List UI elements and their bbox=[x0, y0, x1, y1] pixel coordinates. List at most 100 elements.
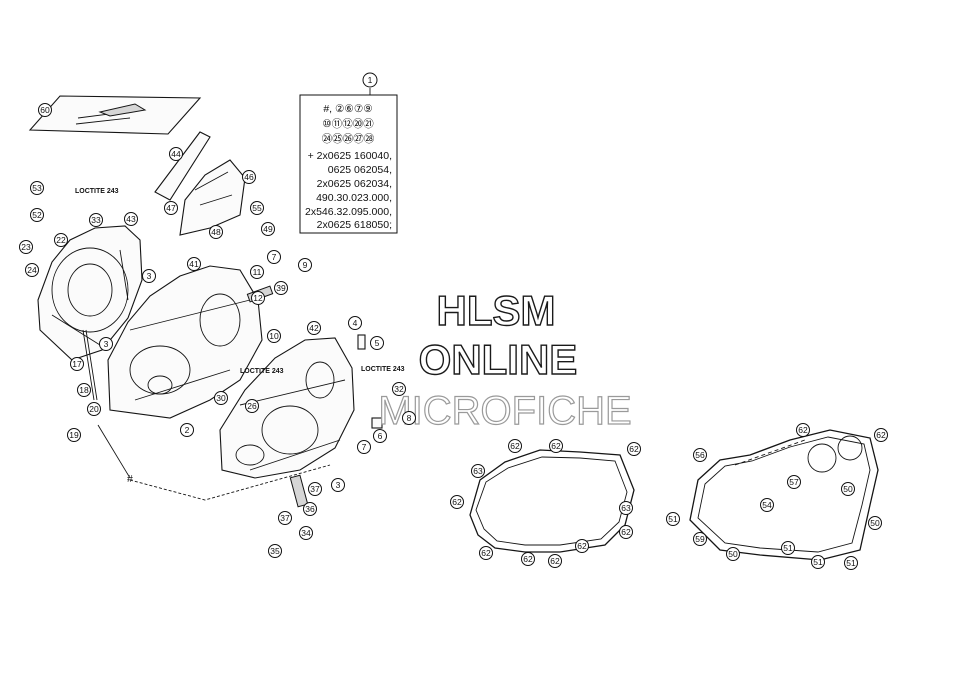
manual-booklet bbox=[28, 95, 202, 135]
callout-c8: 8 bbox=[402, 411, 416, 425]
callout-c52: 52 bbox=[30, 208, 44, 222]
callout-number: 47 bbox=[166, 203, 176, 213]
callout-number: 42 bbox=[309, 323, 319, 333]
callout-circle bbox=[245, 399, 259, 413]
callout-number: 10 bbox=[269, 331, 279, 341]
callout-number: 22 bbox=[56, 235, 66, 245]
callout-circle bbox=[868, 516, 882, 530]
callout-h50c: 50 bbox=[726, 547, 740, 561]
callout-circle bbox=[796, 423, 810, 437]
callout-circle bbox=[70, 357, 84, 371]
callout-circle bbox=[99, 337, 113, 351]
callout-h51d: 51 bbox=[844, 556, 858, 570]
callout-circle bbox=[25, 263, 39, 277]
callout-number: 7 bbox=[272, 252, 277, 262]
callout-number: 48 bbox=[211, 227, 221, 237]
callout-circle bbox=[370, 336, 384, 350]
callout-c53: 53 bbox=[30, 181, 44, 195]
callout-circle bbox=[874, 428, 888, 442]
callout-circle bbox=[268, 544, 282, 558]
callout-circle bbox=[87, 402, 101, 416]
callout-c55: 55 bbox=[250, 201, 264, 215]
loctite-note: LOCTITE 243 bbox=[240, 368, 284, 375]
callout-c12: 12 bbox=[251, 291, 265, 305]
callout-g62g: 62 bbox=[521, 552, 535, 566]
callout-number: 7 bbox=[362, 442, 367, 452]
callout-circle bbox=[373, 429, 387, 443]
callout-h50a: 50 bbox=[841, 482, 855, 496]
callout-circle bbox=[267, 329, 281, 343]
callout-number: 34 bbox=[301, 528, 311, 538]
callout-circle bbox=[781, 541, 795, 555]
callout-c33: 33 bbox=[89, 213, 103, 227]
callout-number: 55 bbox=[252, 203, 262, 213]
callout-circle bbox=[278, 511, 292, 525]
callout-circle bbox=[30, 208, 44, 222]
callout-c18: 18 bbox=[77, 383, 91, 397]
callout-circle bbox=[575, 539, 589, 553]
callout-c60: 60 bbox=[38, 103, 52, 117]
callout-c2: 2 bbox=[180, 423, 194, 437]
callout-number: 62 bbox=[629, 444, 639, 454]
callout-h51b: 51 bbox=[781, 541, 795, 555]
callout-g62h: 62 bbox=[548, 554, 562, 568]
kit-legend: #, ②⑥⑦⑨ ⑩⑪⑫⑳㉑ ㉔㉕㉖㉗㉘ + 2x0625 160040, 062… bbox=[299, 88, 398, 234]
callout-circle bbox=[392, 382, 406, 396]
callout-number: 20 bbox=[89, 404, 99, 414]
callout-c44: 44 bbox=[169, 147, 183, 161]
legend-row-8: 2x546.32.095.000, bbox=[305, 206, 392, 218]
hash-note: # bbox=[127, 473, 133, 485]
watermark-line-3: MICROFICHE bbox=[378, 389, 631, 433]
callout-c24: 24 bbox=[25, 263, 39, 277]
callout-number: 9 bbox=[303, 260, 308, 270]
callout-number: 39 bbox=[276, 283, 286, 293]
callout-circle bbox=[19, 240, 33, 254]
callout-h56: 56 bbox=[693, 448, 707, 462]
callout-circle bbox=[30, 181, 44, 195]
callout-number: 51 bbox=[668, 514, 678, 524]
legend-row-5: 0625 062054, bbox=[328, 164, 392, 176]
callout-number: 63 bbox=[621, 503, 631, 513]
callout-c9: 9 bbox=[298, 258, 312, 272]
callout-number: 3 bbox=[104, 339, 109, 349]
callout-circle bbox=[787, 475, 801, 489]
callout-c36: 36 bbox=[303, 502, 317, 516]
callout-number: 57 bbox=[789, 477, 799, 487]
callout-number: 51 bbox=[813, 557, 823, 567]
callout-number: 1 bbox=[368, 75, 373, 85]
callout-c26: 26 bbox=[245, 399, 259, 413]
callout-circle bbox=[693, 532, 707, 546]
left-crankcase-half bbox=[107, 265, 263, 419]
callout-circle bbox=[180, 423, 194, 437]
callout-circle bbox=[209, 225, 223, 239]
callout-c7b: 7 bbox=[357, 440, 371, 454]
callout-number: 43 bbox=[126, 214, 136, 224]
callout-circle bbox=[298, 258, 312, 272]
callout-number: 62 bbox=[876, 430, 886, 440]
callout-number: 62 bbox=[452, 497, 462, 507]
callout-c41: 41 bbox=[187, 257, 201, 271]
callout-h62a: 62 bbox=[796, 423, 810, 437]
callout-circle bbox=[77, 383, 91, 397]
callout-number: 8 bbox=[407, 413, 412, 423]
callout-circle bbox=[250, 265, 264, 279]
callout-g62e: 62 bbox=[619, 525, 633, 539]
callout-number: 18 bbox=[79, 385, 89, 395]
callout-circle bbox=[89, 213, 103, 227]
callout-circle bbox=[348, 316, 362, 330]
legend-row-9: 2x0625 618050; bbox=[317, 219, 392, 231]
callout-circle bbox=[261, 222, 275, 236]
callout-c47: 47 bbox=[164, 201, 178, 215]
watermark-line-1: HLSM bbox=[437, 287, 556, 334]
callout-h57: 57 bbox=[787, 475, 801, 489]
callout-number: 62 bbox=[621, 527, 631, 537]
callout-circle bbox=[619, 501, 633, 515]
callout-circle bbox=[726, 547, 740, 561]
callout-c46: 46 bbox=[242, 170, 256, 184]
callout-circle bbox=[250, 201, 264, 215]
callout-circle bbox=[274, 281, 288, 295]
callout-circle bbox=[38, 103, 52, 117]
callout-circle bbox=[844, 556, 858, 570]
callout-circle bbox=[450, 495, 464, 509]
